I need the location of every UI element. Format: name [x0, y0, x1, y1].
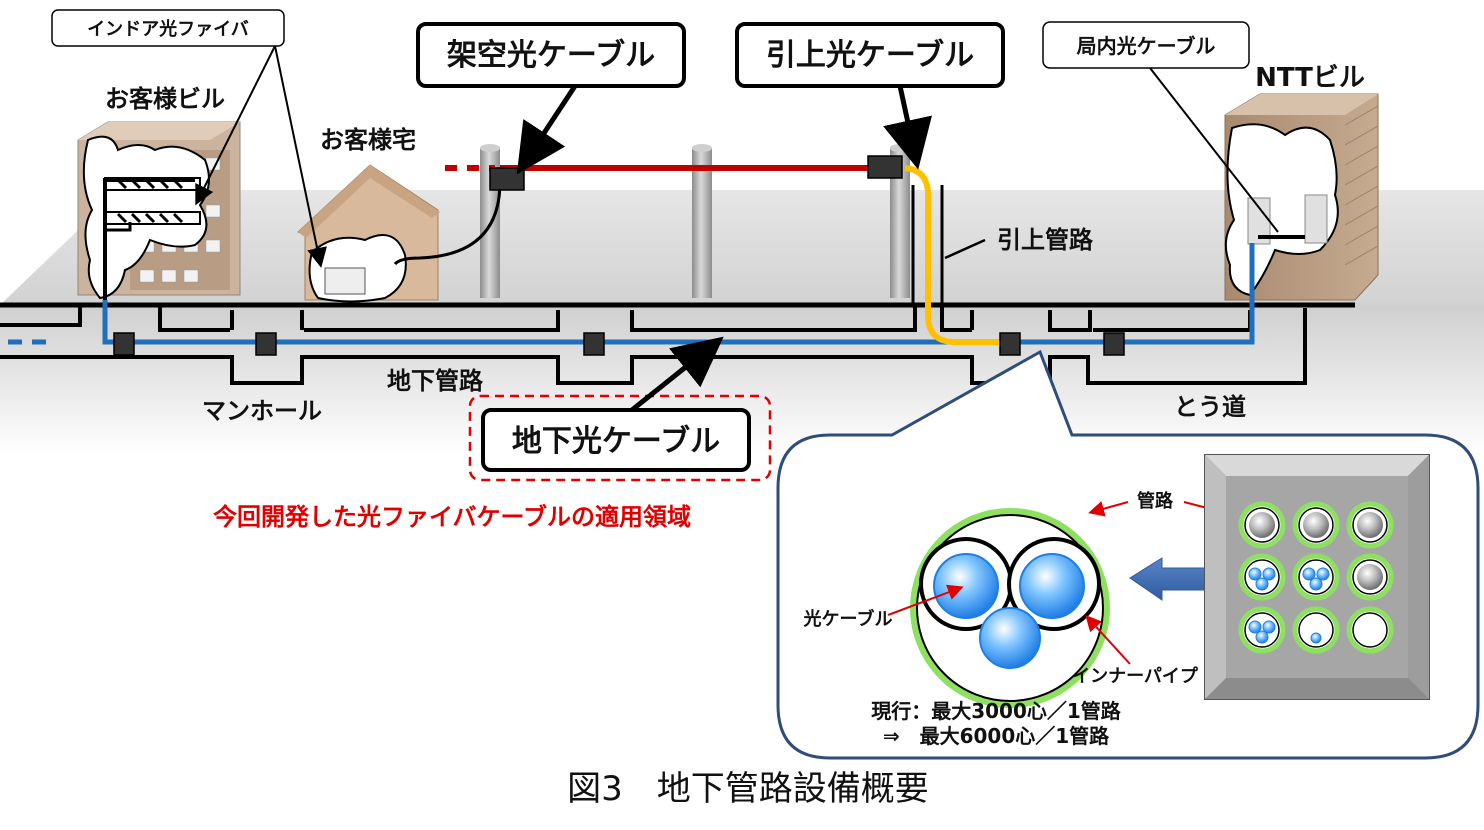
ntt-building: [1224, 93, 1379, 301]
manhole-closure: [1103, 332, 1125, 356]
aerial-cable-label: 架空光ケーブル: [447, 38, 655, 73]
figure-caption: 図3 地下管路設備概要: [567, 769, 929, 809]
lead-in-conduit-label: 引上管路: [997, 226, 1094, 254]
conduit-hole: [1292, 606, 1340, 654]
lead-in-cable-label: 引上光ケーブル: [766, 38, 974, 73]
manhole-closure: [999, 332, 1021, 356]
conduit-label: 管路: [1137, 490, 1174, 512]
manhole-label: マンホール: [202, 397, 322, 425]
manhole-closure: [583, 332, 605, 356]
in-office-cable-box: [1042, 21, 1250, 69]
tunnel-label: とう道: [1174, 393, 1246, 421]
aerial-cable-box: [416, 22, 686, 88]
customer-building: [77, 121, 241, 300]
underground-cable-label: 地下光ケーブル: [512, 424, 720, 459]
conduit-hole: [1346, 606, 1394, 654]
underground-cable-box: [481, 408, 751, 472]
manhole-closure: [255, 332, 277, 356]
conduit-cross-section: [910, 508, 1110, 708]
optical-cable-core: [933, 553, 999, 619]
manhole-closure: [113, 332, 135, 356]
drop-cable: [393, 181, 502, 266]
utility-pole-2: [692, 144, 712, 298]
conduit-hole: [1346, 553, 1394, 601]
customer-house-label: お客様宅: [320, 126, 416, 154]
customer-house: [297, 164, 440, 303]
lead-in-cable-box: [735, 22, 1005, 88]
underground-conduit-label: 地下管路: [387, 367, 484, 395]
new-capacity-text: ⇒ 最大6000心／1管路: [883, 724, 1110, 748]
optical-cable-label: 光ケーブル: [803, 608, 893, 630]
application-area-label: 今回開発した光ファイバケーブルの適用領域: [213, 503, 691, 531]
application-area-dashed-box: [468, 394, 772, 482]
conduit-hole: [1238, 553, 1286, 601]
conduit-hole: [1238, 606, 1286, 654]
lead-in-optical-cable: [904, 165, 1010, 345]
inner-pipe-label: インナーパイプ: [1072, 665, 1199, 687]
in-office-cable-label: 局内光ケーブル: [1076, 34, 1216, 58]
customer-building-label: お客様ビル: [105, 85, 225, 113]
conduit-hole: [1238, 501, 1286, 549]
indoor-fiber-label: インドア光ファイバ: [87, 18, 249, 40]
conduit-hole: [1292, 553, 1340, 601]
conduit-grid: [1238, 501, 1394, 654]
conduit-hole: [1292, 501, 1340, 549]
conduit-hole: [1346, 501, 1394, 549]
underground-channel: [0, 305, 1307, 385]
ntt-building-label: NTTビル: [1255, 63, 1365, 93]
optical-cable-core: [979, 607, 1041, 669]
optical-cable-core: [1019, 553, 1085, 619]
current-capacity-text: 現行：最大3000心／1管路: [871, 699, 1122, 723]
closure-box: [489, 167, 525, 191]
indoor-fiber-box: [51, 9, 285, 47]
closure-box: [867, 155, 903, 179]
